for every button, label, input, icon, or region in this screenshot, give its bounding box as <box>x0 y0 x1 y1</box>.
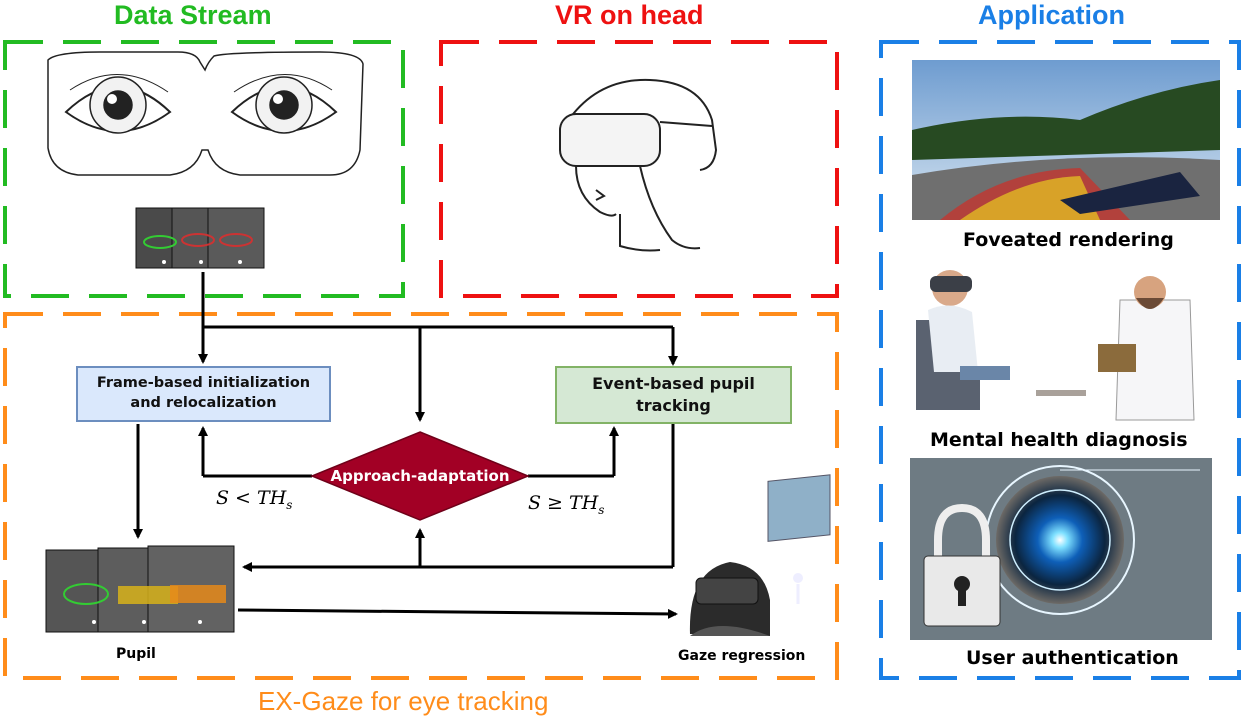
ex-gaze-title: EX-Gaze for eye tracking <box>258 686 549 716</box>
pupil-label: Pupil <box>116 646 156 662</box>
vr-on-head-title: VR on head <box>555 0 704 30</box>
application-title: Application <box>978 0 1125 30</box>
condition-left: S < THs <box>216 487 293 512</box>
gaze-regression-label: Gaze regression <box>678 648 806 664</box>
foveated-rendering-label: Foveated rendering <box>963 229 1174 251</box>
event-based-box: Event-based pupil tracking <box>555 366 792 424</box>
pupil-event-frames <box>45 545 235 633</box>
data-stream-frame <box>3 40 405 298</box>
application-frame <box>879 40 1241 680</box>
vr-headset-sketch <box>559 78 718 252</box>
flow-arrows <box>133 272 678 619</box>
eye-lock-image <box>910 458 1212 640</box>
event-frames-small <box>135 207 265 269</box>
condition-right: S ≥ THs <box>528 492 605 517</box>
user-authentication-label: User authentication <box>966 647 1179 669</box>
data-stream-title: Data Stream <box>114 0 272 30</box>
gaze-regression-figure <box>689 474 831 636</box>
vr-frame <box>439 40 839 298</box>
approach-adaptation-diamond <box>310 431 530 521</box>
eyes-sketch <box>47 51 364 176</box>
vr-patient-doctor-image <box>904 262 1204 422</box>
approach-adaptation-label: Approach-adaptation <box>330 466 510 485</box>
race-car-image <box>912 60 1220 220</box>
ex-gaze-frame <box>3 312 839 680</box>
mental-health-label: Mental health diagnosis <box>930 429 1188 451</box>
frame-based-box: Frame-based initialization and relocaliz… <box>76 366 331 422</box>
